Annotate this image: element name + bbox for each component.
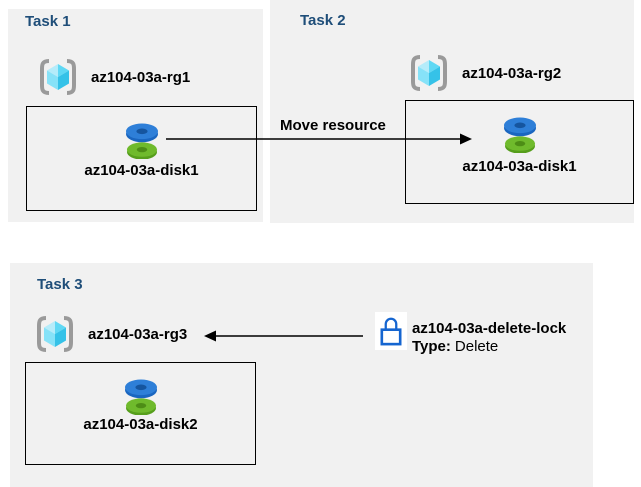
task1-panel: Task 1 az104-03a-rg1 az104-03a-disk bbox=[8, 9, 263, 222]
disk-icon bbox=[125, 123, 158, 159]
task1-disk-label: az104-03a-disk1 bbox=[84, 162, 199, 179]
task2-title: Task 2 bbox=[300, 12, 346, 29]
task2-resource-box: az104-03a-disk1 bbox=[405, 100, 634, 204]
delete-lock-text: az104-03a-delete-lock Type:Delete bbox=[412, 320, 566, 356]
disk-icon bbox=[503, 117, 536, 153]
task1-resource-box: az104-03a-disk1 bbox=[26, 106, 257, 211]
task3-resource-group: az104-03a-rg3 bbox=[33, 314, 187, 354]
task3-resource-group-label: az104-03a-rg3 bbox=[88, 325, 188, 343]
delete-lock-chip bbox=[375, 312, 407, 350]
task2-resource-group: az104-03a-rg2 bbox=[407, 53, 561, 93]
task3-disk-label: az104-03a-disk2 bbox=[83, 416, 198, 433]
task3-title: Task 3 bbox=[37, 276, 83, 293]
move-resource-label: Move resource bbox=[280, 117, 386, 134]
delete-lock-type-label: Type: bbox=[412, 338, 451, 355]
delete-lock-name: az104-03a-delete-lock bbox=[412, 320, 567, 337]
delete-lock-type-value: Delete bbox=[454, 338, 499, 355]
task1-resource-group: az104-03a-rg1 bbox=[36, 57, 190, 97]
resource-group-icon bbox=[40, 59, 76, 95]
task2-disk-label: az104-03a-disk1 bbox=[462, 158, 577, 175]
resource-group-icon bbox=[411, 55, 447, 91]
disk-icon bbox=[124, 379, 157, 415]
lock-icon bbox=[380, 317, 402, 346]
task1-title: Task 1 bbox=[25, 13, 71, 30]
task3-panel: Task 3 az104-03a-rg3 az104-03a-disk bbox=[10, 263, 593, 487]
task1-resource-group-label: az104-03a-rg1 bbox=[91, 68, 191, 86]
task2-panel: Task 2 az104-03a-rg2 az104-03a-disk bbox=[270, 0, 634, 223]
task3-resource-box: az104-03a-disk2 bbox=[25, 362, 256, 465]
resource-group-icon bbox=[37, 316, 73, 352]
task2-resource-group-label: az104-03a-rg2 bbox=[462, 64, 562, 82]
